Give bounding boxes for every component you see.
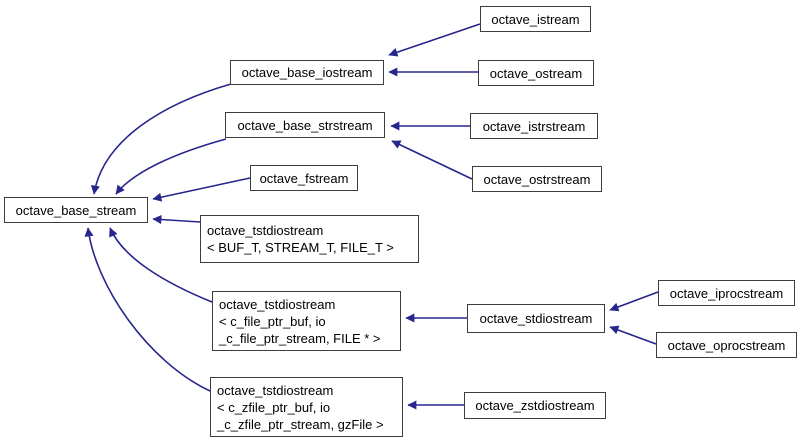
inheritance-arrow-octave_fstream-to-octave_base_stream [152,177,251,202]
inheritance-arrow-octave_oprocstream-to-octave_stdiostream [609,325,657,345]
class-node-octave_base_iostream[interactable]: octave_base_iostream [230,60,384,85]
class-node-label: octave_tstdiostream [219,296,336,312]
class-node-octave_ostrstream[interactable]: octave_ostrstream [472,166,602,192]
class-node-octave_tstdiostream_c_file[interactable]: octave_tstdiostream< c_file_ptr_buf, io_… [212,291,401,351]
class-node-label: octave_zstdiostream [475,398,595,413]
class-node-label: octave_ostream [489,65,583,81]
class-node-label: octave_oprocstream [667,337,786,353]
class-node-octave_oprocstream[interactable]: octave_oprocstream [656,332,797,358]
class-node-label: octave_tstdiostream [207,223,324,238]
class-node-octave_stdiostream[interactable]: octave_stdiostream [467,304,605,333]
class-node-label: octave_istrstream [482,118,586,134]
class-node-octave_iprocstream[interactable]: octave_iprocstream [658,280,795,306]
class-node-label: octave_stdiostream [479,311,593,326]
class-node-label: octave_base_strstream [237,117,373,133]
class-node-label: octave_tstdiostream [217,382,334,398]
class-node-label: _c_zfile_ptr_stream, gzFile > [217,416,384,432]
class-node-label: < BUF_T, STREAM_T, FILE_T > [207,240,394,255]
inheritance-arrow-octave_base_iostream-to-octave_base_stream [90,83,232,195]
class-node-octave_tstdiostream_c_zfile[interactable]: octave_tstdiostream< c_zfile_ptr_buf, io… [210,377,403,437]
inheritance-arrow-octave_tstdiostream_c_zfile-to-octave_base_stream [84,227,211,392]
class-node-label: < c_zfile_ptr_buf, io [217,399,331,415]
class-node-octave_fstream[interactable]: octave_fstream [250,165,358,191]
inheritance-arrow-octave_istream-to-octave_base_iostream [388,23,481,57]
inheritance-arrow-octave_tstdiostream_buf_t-to-octave_base_stream [152,215,201,225]
class-node-label: octave_fstream [259,170,349,186]
class-node-octave_base_stream[interactable]: octave_base_stream [4,197,148,223]
class-node-octave_istream[interactable]: octave_istream [480,6,591,32]
inheritance-arrow-octave_base_strstream-to-octave_base_stream [115,138,227,195]
class-node-octave_base_strstream[interactable]: octave_base_strstream [225,112,385,138]
class-node-label: octave_iprocstream [669,285,784,301]
class-node-octave_ostream[interactable]: octave_ostream [478,60,594,86]
inheritance-arrow-octave_tstdiostream_c_file-to-octave_base_stream [109,227,213,303]
class-node-label: _c_file_ptr_stream, FILE * > [219,330,381,346]
inheritance-arrow-octave_iprocstream-to-octave_stdiostream [609,291,659,312]
class-node-label: octave_ostrstream [483,171,591,187]
class-node-octave_tstdiostream_buf_t[interactable]: octave_tstdiostream < BUF_T, STREAM_T, FI… [200,215,419,263]
class-node-label: octave_istream [491,11,580,27]
class-node-label: < c_file_ptr_buf, io [219,313,326,329]
class-node-octave_istrstream[interactable]: octave_istrstream [470,113,598,139]
inheritance-arrow-octave_ostrstream-to-octave_base_strstream [391,140,473,180]
class-node-octave_zstdiostream[interactable]: octave_zstdiostream [464,392,606,419]
class-node-label: octave_base_stream [15,202,137,218]
class-node-label: octave_base_iostream [241,65,373,80]
